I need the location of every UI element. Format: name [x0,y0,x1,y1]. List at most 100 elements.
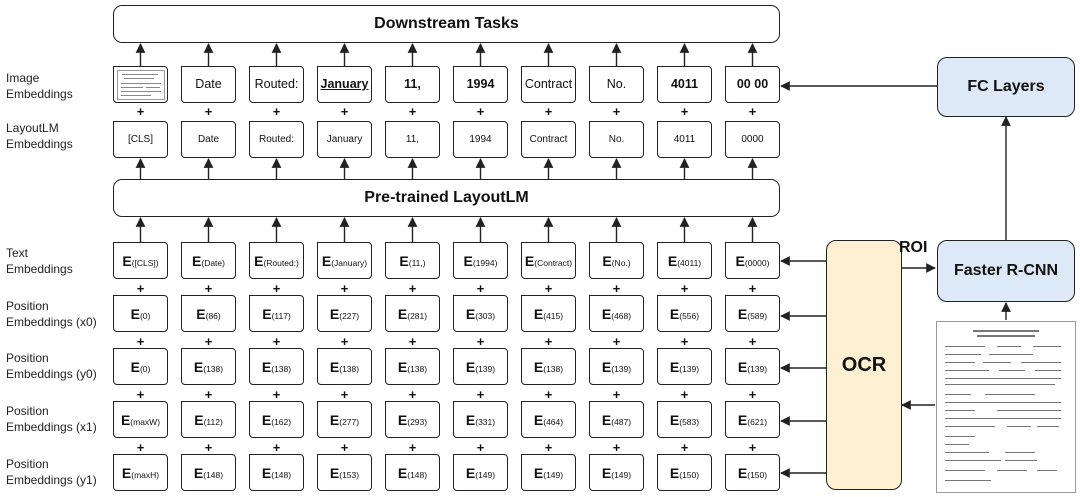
plus-sign-text-x0-3: + [340,281,349,296]
y0-embedding-2-subscript: (138) [271,364,292,375]
plus-sign-text-x0-2: + [272,281,281,296]
y1-embedding-9-letter: E [737,464,748,481]
plus-sign-image-layoutlm-7: + [612,104,621,119]
x0-embedding-6: E(415) [521,295,576,332]
text-embedding-7: E(No.) [589,242,644,279]
y0-embedding-6-letter: E [533,358,544,375]
y1-embedding-6-subscript: (149) [543,470,564,481]
x1-embedding-9-letter: E [737,411,748,428]
x1-embedding-8-letter: E [669,411,680,428]
plus-sign-y0-x1-6: + [544,387,553,402]
y1-embedding-7-subscript: (149) [611,470,632,481]
x0-embedding-4-letter: E [397,305,408,322]
plus-sign-y0-x1-4: + [408,387,417,402]
x1-embedding-2-letter: E [261,411,272,428]
text-embedding-1-letter: E [192,252,202,269]
x0-embedding-7-subscript: (468) [611,311,632,322]
y1-embedding-2: E(148) [249,454,304,491]
y1-embedding-2-subscript: (148) [271,470,292,481]
position-y1-label-line2: Embeddings (y1) [6,473,97,487]
y0-embedding-3-letter: E [329,358,340,375]
plus-sign-text-x0-6: + [544,281,553,296]
text-embedding-1-subscript: (Date) [201,258,225,269]
x1-embedding-2-subscript: (162) [271,417,292,428]
x1-embedding-9-subscript: (621) [747,417,768,428]
plus-sign-image-layoutlm-2: + [272,104,281,119]
y1-embedding-7: E(149) [589,454,644,491]
image-embedding-7: No. [589,66,644,103]
x0-embedding-3-subscript: (227) [339,311,360,322]
y0-embedding-8-letter: E [669,358,680,375]
layoutlm-embedding-4: 11, [385,121,440,158]
x1-embedding-7-subscript: (487) [611,417,632,428]
plus-sign-image-layoutlm-9: + [748,104,757,119]
layoutlm-embeddings-label-line1: LayoutLM [6,121,59,135]
text-embeddings-label: Text Embeddings [6,245,73,277]
image-embedding-1: Date [181,66,236,103]
y0-embedding-6: E(138) [521,348,576,385]
x0-embedding-8-subscript: (556) [679,311,700,322]
x1-embedding-0-subscript: (maxW) [130,417,161,428]
x0-embedding-0: E(0) [113,295,168,332]
text-embedding-3-letter: E [321,252,332,269]
image-embedding-0-document-thumbnail [113,66,168,103]
x0-embedding-5-subscript: (303) [475,311,496,322]
plus-sign-x0-y0-9: + [748,334,757,349]
x1-embedding-3-letter: E [329,411,340,428]
text-embedding-0: E([CLS]) [113,242,168,279]
x0-embedding-2-letter: E [262,305,272,322]
image-embedding-2-text: Routed: [254,77,299,92]
plus-sign-image-layoutlm-3: + [340,104,349,119]
x0-embedding-1-subscript: (86) [205,311,221,322]
y1-embedding-1-subscript: (148) [203,470,224,481]
text-embedding-0-letter: E [122,252,132,269]
ocr-box: OCR [826,240,902,490]
y0-embedding-9-letter: E [737,358,748,375]
plus-sign-x1-y1-0: + [136,440,145,455]
plus-sign-image-layoutlm-6: + [544,104,553,119]
mini-document-line [145,86,160,88]
x1-embedding-8: E(583) [657,401,712,438]
text-embedding-5-letter: E [463,252,473,269]
image-embedding-5-text: 1994 [466,77,495,92]
x0-embedding-2: E(117) [249,295,304,332]
mini-document-line [121,73,158,75]
image-embedding-9: 00 00 [725,66,780,103]
y0-embedding-5-subscript: (139) [475,364,496,375]
mini-document-line [120,94,151,96]
y0-embedding-9: E(139) [725,348,780,385]
layoutlm-embedding-7: No. [589,121,644,158]
x1-embedding-6: E(464) [521,401,576,438]
x1-embedding-3: E(277) [317,401,372,438]
text-embedding-4-subscript: (11,) [408,258,426,269]
mini-document-line [123,77,154,79]
x0-embedding-4-subscript: (281) [407,311,428,322]
text-embedding-2-subscript: (Routed:) [263,258,299,269]
image-embedding-4: 11, [385,66,440,103]
y0-embedding-7-subscript: (139) [611,364,632,375]
image-embedding-6: Contract [521,66,576,103]
y0-embedding-1-letter: E [193,358,204,375]
plus-sign-x1-y1-8: + [680,440,689,455]
image-embeddings-label: Image Embeddings [6,70,73,102]
y1-embedding-4-subscript: (148) [407,470,428,481]
y0-embedding-4-subscript: (138) [407,364,428,375]
x0-embedding-6-subscript: (415) [543,311,564,322]
y1-embedding-0-subscript: (maxH) [131,470,160,481]
y0-embedding-9-subscript: (139) [747,364,768,375]
image-embedding-8: 4011 [657,66,712,103]
image-embedding-8-text: 4011 [670,77,699,92]
layoutlm-embedding-6: Contract [521,121,576,158]
x1-embedding-7-letter: E [601,411,612,428]
image-embeddings-label-line1: Image [6,71,40,85]
plus-sign-text-x0-5: + [476,281,485,296]
x1-embedding-1-letter: E [194,411,204,428]
text-embedding-2: E(Routed:) [249,242,304,279]
mini-document-line [120,82,161,84]
x1-embedding-5: E(331) [453,401,508,438]
position-y0-label-line2: Embeddings (y0) [6,367,97,381]
x0-embedding-9: E(589) [725,295,780,332]
x0-embedding-3-letter: E [329,305,340,322]
mini-document-line [120,90,161,92]
